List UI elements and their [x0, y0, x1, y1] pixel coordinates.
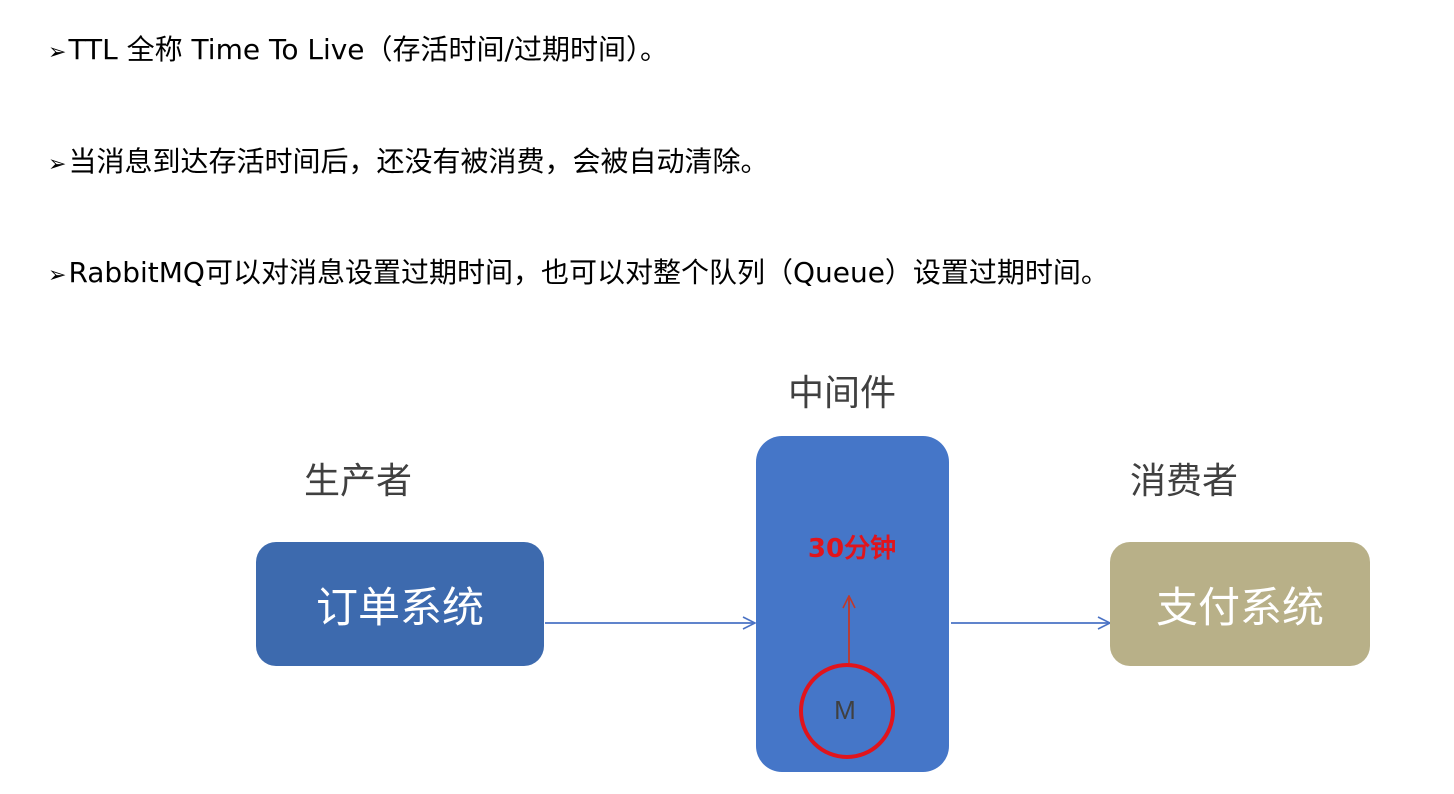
arrow-bullet-icon: ➢ — [48, 152, 67, 177]
bullet-text: 当消息到达存活时间后，还没有被消费，会被自动清除。 — [68, 145, 769, 178]
middleware-role-label: 中间件 — [788, 373, 897, 414]
message-circle — [799, 663, 895, 759]
bullet-rabbitmq-ttl: ➢RabbitMQ可以对消息设置过期时间，也可以对整个队列（Queue）设置过期… — [48, 255, 1109, 294]
timer-label: 30分钟 — [808, 533, 896, 564]
producer-role-label: 生产者 — [304, 461, 413, 502]
arrow-bullet-icon: ➢ — [48, 263, 67, 288]
order-system-box: 订单系统 — [256, 542, 544, 666]
bullet-expiry-behavior: ➢当消息到达存活时间后，还没有被消费，会被自动清除。 — [48, 144, 768, 183]
message-label: M — [834, 695, 856, 725]
bullet-text: TTL 全称 Time To Live（存活时间/过期时间）。 — [68, 33, 668, 66]
arrow-bullet-icon: ➢ — [48, 40, 67, 65]
bullet-ttl-definition: ➢TTL 全称 Time To Live（存活时间/过期时间）。 — [48, 32, 668, 71]
bullet-text: RabbitMQ可以对消息设置过期时间，也可以对整个队列（Queue）设置过期时… — [68, 256, 1109, 289]
payment-system-box: 支付系统 — [1110, 542, 1370, 666]
consumer-role-label: 消费者 — [1130, 461, 1239, 502]
